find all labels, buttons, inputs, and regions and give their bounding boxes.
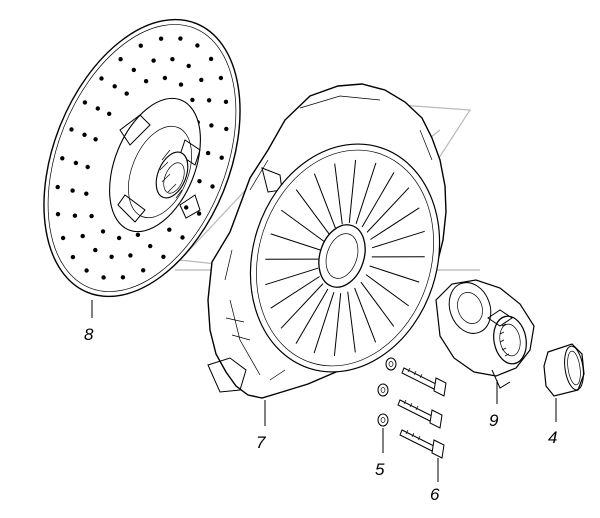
- spring-finger: [371, 230, 425, 249]
- rivet-hole: [208, 56, 214, 62]
- spring-finger: [334, 163, 343, 225]
- spring-finger: [295, 189, 330, 235]
- rivet-hole: [170, 57, 175, 62]
- rivet-hole: [128, 253, 133, 258]
- rivet-hole: [93, 247, 98, 253]
- rivet-hole: [82, 132, 87, 137]
- spring-finger: [281, 209, 325, 242]
- release-bearing: [435, 279, 535, 389]
- spring-finger: [333, 293, 342, 357]
- spring-finger: [313, 173, 336, 229]
- rivet-hole: [167, 227, 172, 232]
- rivet-hole: [199, 77, 204, 83]
- rivet-hole: [70, 254, 76, 260]
- rivet-hole: [206, 98, 212, 103]
- rivet-hole: [124, 91, 129, 96]
- rivet-hole: [161, 254, 166, 259]
- friction-disc: [43, 18, 241, 298]
- rivet-hole: [85, 164, 90, 170]
- rivet-hole: [55, 212, 61, 217]
- rivet-hole: [218, 75, 224, 81]
- rivet-hole: [224, 126, 229, 132]
- sleeve-ring: [543, 343, 585, 397]
- rivet-hole: [209, 123, 214, 128]
- rivet-hole: [118, 57, 123, 62]
- rivet-hole: [93, 137, 98, 142]
- spring-finger: [270, 276, 320, 309]
- callout-6-label: 6: [430, 485, 440, 504]
- spring-finger: [361, 172, 395, 228]
- pressure-plate: [207, 83, 447, 399]
- rivet-hole: [55, 184, 60, 190]
- rivet-hole: [84, 268, 89, 273]
- callout-9-label: 9: [489, 411, 499, 430]
- rivet-hole: [84, 191, 89, 196]
- spring-finger: [355, 162, 377, 224]
- rivet-hole: [70, 188, 75, 193]
- rivet-hole: [148, 243, 153, 249]
- spring-finger: [354, 287, 377, 343]
- rivet-hole: [120, 275, 126, 280]
- spring-finger: [348, 159, 357, 223]
- rivet-hole: [82, 100, 88, 105]
- rivet-hole: [100, 229, 106, 234]
- rivet-hole: [135, 232, 141, 237]
- rivet-hole: [60, 235, 66, 241]
- callout-7-label: 7: [256, 433, 266, 452]
- spring-finger: [280, 283, 324, 329]
- spring-finger: [295, 288, 329, 344]
- rivet-hole: [210, 184, 215, 189]
- rivet-hole: [184, 205, 189, 210]
- rivet-hole: [195, 43, 200, 48]
- rivet-hole: [190, 97, 195, 103]
- diaphragm-spring-fingers: [265, 159, 425, 357]
- rivet-hole: [196, 211, 202, 216]
- rivet-hole: [141, 268, 146, 273]
- spring-finger: [370, 207, 420, 240]
- rivet-hole: [180, 235, 185, 240]
- rivet-hole: [131, 67, 136, 73]
- rivet-hole: [69, 127, 74, 132]
- rivet-hole: [223, 99, 229, 105]
- spring-finger: [265, 267, 319, 286]
- rivet-hole: [95, 106, 101, 111]
- spring-finger: [360, 281, 395, 327]
- rivet-hole: [101, 275, 106, 280]
- rivet-hole: [138, 43, 143, 48]
- spring-finger: [347, 291, 356, 353]
- rivet-hole: [72, 213, 78, 218]
- rivet-hole: [178, 82, 184, 87]
- rivet-hole: [99, 76, 104, 81]
- spring-washers: [377, 357, 397, 427]
- rivet-hole: [219, 155, 224, 160]
- spring-finger: [365, 274, 409, 307]
- rivet-hole: [158, 36, 164, 41]
- rivet-hole: [107, 111, 112, 117]
- spring-finger: [313, 292, 335, 354]
- rivet-hole: [112, 84, 117, 89]
- rivet-hole: [116, 235, 122, 241]
- friction-rivets: [55, 36, 229, 280]
- bolts: [397, 367, 447, 459]
- rivet-hole: [89, 213, 94, 219]
- rivet-hole: [60, 156, 65, 161]
- callout-4-label: 4: [548, 428, 557, 447]
- callout-8-label: 8: [84, 325, 94, 344]
- spring-finger: [366, 187, 410, 233]
- rivet-hole: [73, 160, 79, 166]
- rivet-hole: [162, 75, 168, 81]
- callout-5-label: 5: [375, 460, 385, 479]
- rivet-hole: [80, 233, 85, 239]
- rivet-hole: [143, 79, 149, 84]
- rivet-hole: [109, 254, 114, 259]
- rivet-hole: [197, 179, 202, 184]
- rivet-hole: [178, 36, 183, 41]
- spring-finger: [369, 265, 420, 283]
- rivet-hole: [186, 63, 191, 69]
- rivet-hole: [151, 58, 156, 63]
- rivet-hole: [205, 150, 211, 156]
- spring-finger: [270, 233, 321, 251]
